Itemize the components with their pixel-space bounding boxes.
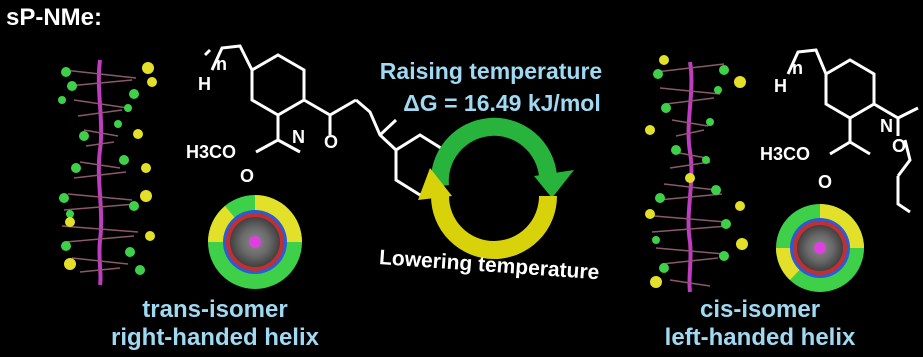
cis-chem-ester: H3CO [760, 144, 810, 164]
figure-title: sP-NMe: [6, 4, 103, 31]
trans-chem-n: n [216, 54, 227, 74]
trans-helix-model [58, 59, 157, 286]
trans-caption-line1: trans-isomer [142, 296, 288, 323]
temperature-cycle-arrows [418, 117, 574, 259]
trans-chem-o-amide: O [324, 132, 338, 152]
green-arrow-head [534, 170, 574, 198]
cis-caption-line1: cis-isomer [699, 296, 821, 323]
cis-caption: cis-isomer left-handed helix [595, 296, 923, 352]
cis-chem-o-amide: O [892, 136, 906, 156]
cis-chem-n-atom: N [880, 116, 893, 136]
trans-caption-line2: right-handed helix [110, 324, 319, 351]
trans-chem-n-atom: N [292, 127, 305, 147]
raising-temperature-label: Raising temperature [379, 58, 603, 84]
delta-g-label: ΔG = 16.49 kJ/mol [403, 90, 601, 116]
trans-caption: trans-isomer right-handed helix [50, 296, 380, 352]
cis-chem-o-ester: O [818, 172, 832, 192]
cis-chem-h: H [774, 76, 787, 96]
cis-helix-model [645, 55, 748, 293]
cis-chemical-structure [786, 48, 919, 214]
trans-chem-ester: H3CO [186, 142, 236, 162]
trans-chem-h: H [198, 74, 211, 94]
yellow-arrow-head [418, 168, 452, 200]
trans-cross-section [208, 195, 302, 289]
trans-chem-o-ester: O [240, 166, 254, 186]
cis-caption-line2: left-handed helix [664, 324, 856, 351]
cis-cross-section [776, 204, 864, 292]
cis-chem-n: n [792, 58, 803, 78]
